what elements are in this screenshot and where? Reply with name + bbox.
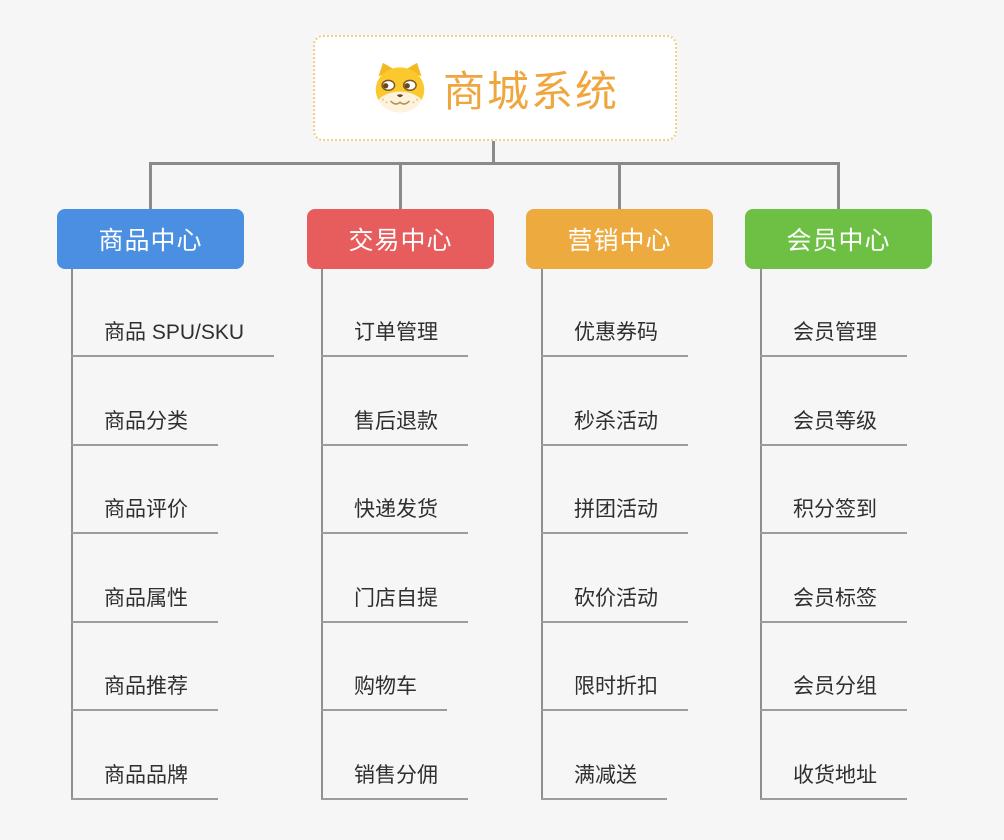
item-node[interactable]: 订单管理 (321, 320, 468, 357)
item-node[interactable]: 满减送 (541, 763, 667, 800)
item-node[interactable]: 商品分类 (71, 409, 218, 446)
item-node[interactable]: 限时折扣 (541, 674, 688, 711)
item-node[interactable]: 收货地址 (760, 763, 907, 800)
connector-drop (399, 163, 402, 211)
item-node[interactable]: 优惠券码 (541, 320, 688, 357)
item-node[interactable]: 商品 SPU/SKU (71, 320, 275, 357)
connector-root-stub (492, 141, 495, 165)
item-node[interactable]: 会员标签 (760, 586, 907, 623)
dog-face-icon (375, 62, 425, 113)
root-title: 商城系统 (442, 67, 619, 115)
connector-drop (149, 163, 152, 211)
branch-spine (321, 269, 323, 800)
branch-spine (760, 269, 762, 800)
item-node[interactable]: 销售分佣 (321, 763, 468, 800)
connector-drop (618, 163, 621, 211)
branch-node-product-center[interactable]: 商品中心 (57, 209, 244, 269)
item-node[interactable]: 拼团活动 (541, 497, 688, 534)
item-node[interactable]: 会员分组 (760, 674, 907, 711)
branch-spine (71, 269, 73, 800)
item-node[interactable]: 会员管理 (760, 320, 907, 357)
item-node[interactable]: 购物车 (321, 674, 447, 711)
branch-node-marketing-center[interactable]: 营销中心 (526, 209, 713, 269)
item-node[interactable]: 秒杀活动 (541, 409, 688, 446)
connector-drop (837, 163, 840, 211)
branch-node-trade-center[interactable]: 交易中心 (307, 209, 494, 269)
item-node[interactable]: 会员等级 (760, 409, 907, 446)
item-node[interactable]: 积分签到 (760, 497, 907, 534)
item-node[interactable]: 商品品牌 (71, 763, 218, 800)
item-node[interactable]: 售后退款 (321, 409, 468, 446)
branch-spine (541, 269, 543, 800)
connector-rail (149, 162, 840, 165)
branch-node-member-center[interactable]: 会员中心 (745, 209, 932, 269)
item-node[interactable]: 商品推荐 (71, 674, 218, 711)
item-node[interactable]: 商品评价 (71, 497, 218, 534)
item-node[interactable]: 门店自提 (321, 586, 468, 623)
item-node[interactable]: 砍价活动 (541, 586, 688, 623)
root-node[interactable]: 商城系统 (313, 35, 677, 141)
item-node[interactable]: 快递发货 (321, 497, 468, 534)
item-node[interactable]: 商品属性 (71, 586, 218, 623)
